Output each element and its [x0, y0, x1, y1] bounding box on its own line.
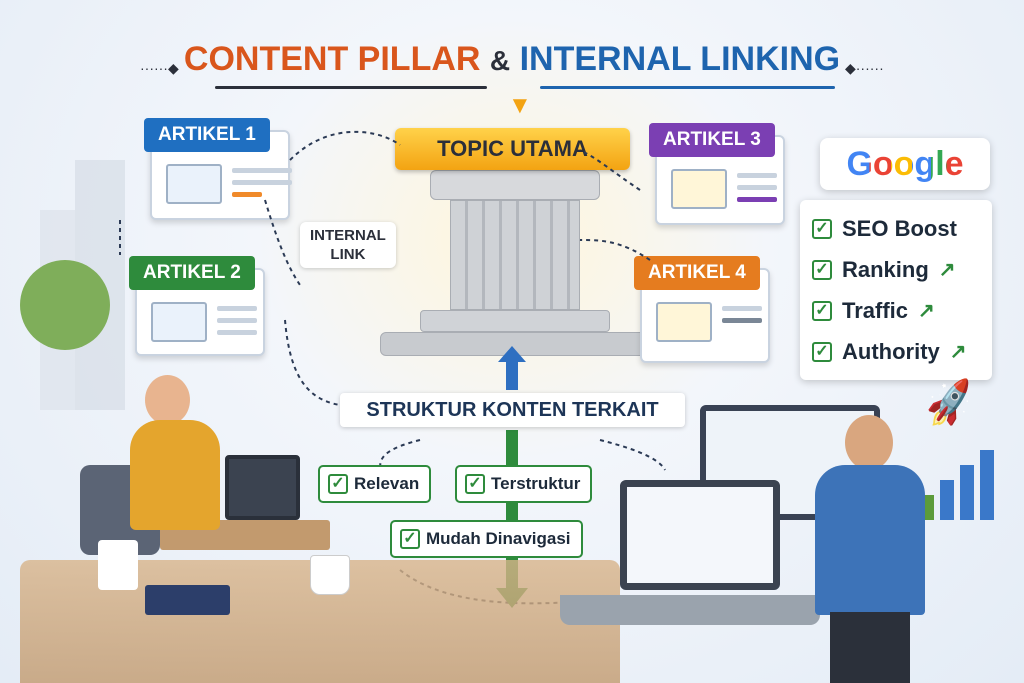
- benefit-relevan: ✓ Relevan: [318, 465, 432, 503]
- title-ampersand: &: [489, 45, 511, 76]
- seo-item-label: Authority: [842, 338, 940, 364]
- bar-chart-icon: [151, 302, 207, 342]
- google-logo: Google: [820, 138, 990, 190]
- growth-chart-illustration: [920, 450, 994, 520]
- seo-benefits-panel: ✓ SEO Boost ✓ Ranking ↗ ✓ Traffic ↗ ✓ Authorit…: [800, 200, 992, 380]
- title-decoration-left: ······◆: [140, 60, 179, 76]
- page-title: CONTENT PILLAR & INTERNAL LINKING: [0, 40, 1024, 79]
- article-label: ARTIKEL 3: [649, 123, 775, 157]
- lightbulb-icon: [671, 169, 727, 209]
- checkbox-icon: ✓: [812, 341, 832, 362]
- benefit-mudah-dinavigasi: ✓ Mudah Dinavigasi: [390, 520, 583, 558]
- star-arrow-icon: ▼: [508, 92, 532, 119]
- internal-link-line2: LINK: [330, 246, 366, 263]
- potted-plant-illustration: [98, 540, 138, 590]
- up-arrow: [506, 360, 518, 390]
- checkbox-icon: ✓: [812, 259, 832, 280]
- coffee-cup-icon: [310, 555, 350, 595]
- seo-item: ✓ Authority ↗: [812, 331, 980, 372]
- woman-shirt: [130, 420, 220, 530]
- seo-item-label: Traffic: [842, 297, 909, 323]
- trend-up-icon: ↗: [938, 259, 956, 281]
- internal-link-line1: INTERNAL: [310, 227, 386, 244]
- connector-line: [599, 439, 666, 471]
- internal-link-label: INTERNAL LINK: [300, 222, 396, 268]
- topic-utama-banner: TOPIC UTAMA: [395, 128, 630, 170]
- benefit-label: Terstruktur: [491, 474, 581, 493]
- connector-line: [579, 149, 641, 191]
- article-label: ARTIKEL 4: [634, 256, 760, 290]
- trend-up-icon: ↗: [918, 300, 935, 322]
- article-label: ARTIKEL 1: [144, 118, 270, 152]
- title-underline: [215, 86, 487, 89]
- man-pants: [830, 612, 910, 683]
- seo-item: ✓ Traffic ↗: [812, 290, 980, 331]
- image-icon: [166, 164, 222, 204]
- connector-line: [289, 130, 401, 161]
- benefit-label: Mudah Dinavigasi: [426, 529, 571, 548]
- connector-line: [579, 239, 651, 261]
- lightbulb-icon: [656, 302, 712, 342]
- checkbox-icon: ✓: [812, 218, 832, 239]
- laptop-illustration: [225, 455, 300, 520]
- benefit-label: Relevan: [354, 474, 420, 493]
- structure-banner: STRUKTUR KONTEN TERKAIT: [340, 393, 685, 427]
- connector-line: [264, 199, 301, 286]
- seo-item-label: SEO Boost: [842, 215, 957, 241]
- pillar-illustration: [380, 150, 650, 356]
- google-wordmark: Google: [846, 145, 964, 183]
- man-illustration: [845, 415, 893, 470]
- title-decoration-right: ◆······: [845, 60, 884, 76]
- article-card-1: ARTIKEL 1: [144, 118, 292, 220]
- benefit-terstruktur: ✓ Terstruktur: [455, 465, 593, 503]
- trend-up-icon: ↗: [949, 341, 967, 363]
- checkbox-icon: ✓: [812, 300, 832, 321]
- article-card-4: ARTIKEL 4: [634, 256, 770, 363]
- article-label: ARTIKEL 2: [129, 256, 255, 290]
- article-card-3: ARTIKEL 3: [649, 123, 785, 225]
- seo-item: ✓ Ranking ↗: [812, 249, 980, 290]
- title-underline: [540, 86, 835, 89]
- title-part2: INTERNAL LINKING: [519, 40, 841, 78]
- article-card-2: ARTIKEL 2: [129, 256, 265, 356]
- checkbox-icon: ✓: [400, 529, 420, 549]
- checkbox-icon: ✓: [465, 474, 485, 494]
- book-illustration: [145, 585, 230, 615]
- seo-item: ✓ SEO Boost: [812, 208, 980, 249]
- woman-illustration: [145, 375, 190, 425]
- connector-line: [284, 319, 341, 406]
- tree-illustration: [20, 260, 110, 350]
- laptop-illustration: [620, 480, 780, 590]
- title-part1: CONTENT PILLAR: [183, 40, 481, 78]
- connector-line: [379, 439, 421, 471]
- rocket-icon: 🚀: [921, 378, 979, 430]
- seo-item-label: Ranking: [842, 256, 929, 282]
- man-shirt: [815, 465, 925, 615]
- laptop-keyboard: [560, 595, 820, 625]
- checkbox-icon: ✓: [328, 474, 348, 494]
